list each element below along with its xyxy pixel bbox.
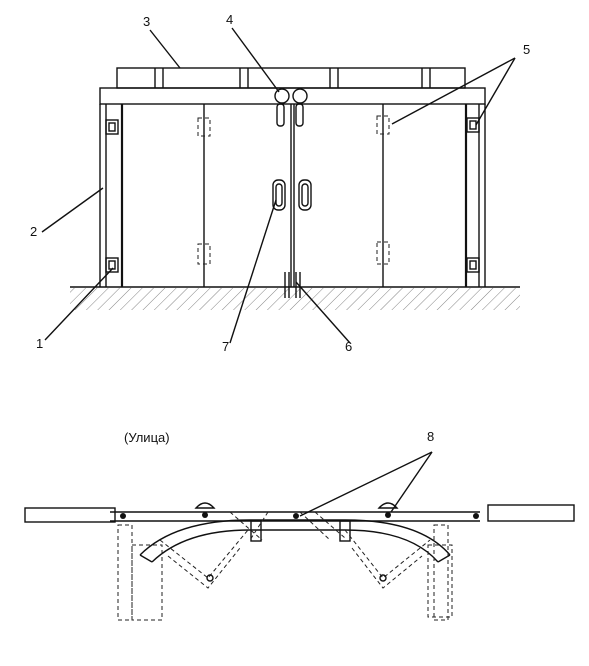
callout-7: 7 bbox=[222, 339, 229, 354]
canopy bbox=[116, 67, 466, 89]
pivot-markers bbox=[120, 512, 479, 582]
posts bbox=[250, 520, 351, 542]
floor-lock bbox=[284, 272, 301, 298]
elevation-view: 3 4 5 2 1 7 6 bbox=[30, 12, 530, 354]
ground-hatching bbox=[70, 286, 520, 310]
leader-lines bbox=[41, 27, 516, 344]
callout-1: 1 bbox=[36, 336, 43, 351]
floor-closers bbox=[194, 502, 399, 509]
door-handles bbox=[272, 179, 312, 211]
callout-6: 6 bbox=[345, 339, 352, 354]
threshold-beam bbox=[110, 511, 480, 522]
hinges bbox=[105, 115, 480, 273]
door-leaves-open bbox=[117, 511, 453, 621]
plan-view: (Улица) bbox=[24, 429, 575, 621]
walls bbox=[24, 504, 575, 523]
door-closers bbox=[274, 88, 308, 127]
callout-2: 2 bbox=[30, 224, 37, 239]
callout-8-group: 8 bbox=[299, 429, 434, 517]
door-leaves bbox=[120, 104, 468, 287]
callout-8: 8 bbox=[427, 429, 434, 444]
callout-5: 5 bbox=[523, 42, 530, 57]
callout-3: 3 bbox=[143, 14, 150, 29]
frame bbox=[99, 87, 486, 287]
callout-4: 4 bbox=[226, 12, 233, 27]
curved-guide bbox=[139, 519, 451, 563]
street-caption: (Улица) bbox=[124, 430, 170, 445]
callout-labels: 3 4 5 2 1 7 6 bbox=[30, 12, 530, 354]
